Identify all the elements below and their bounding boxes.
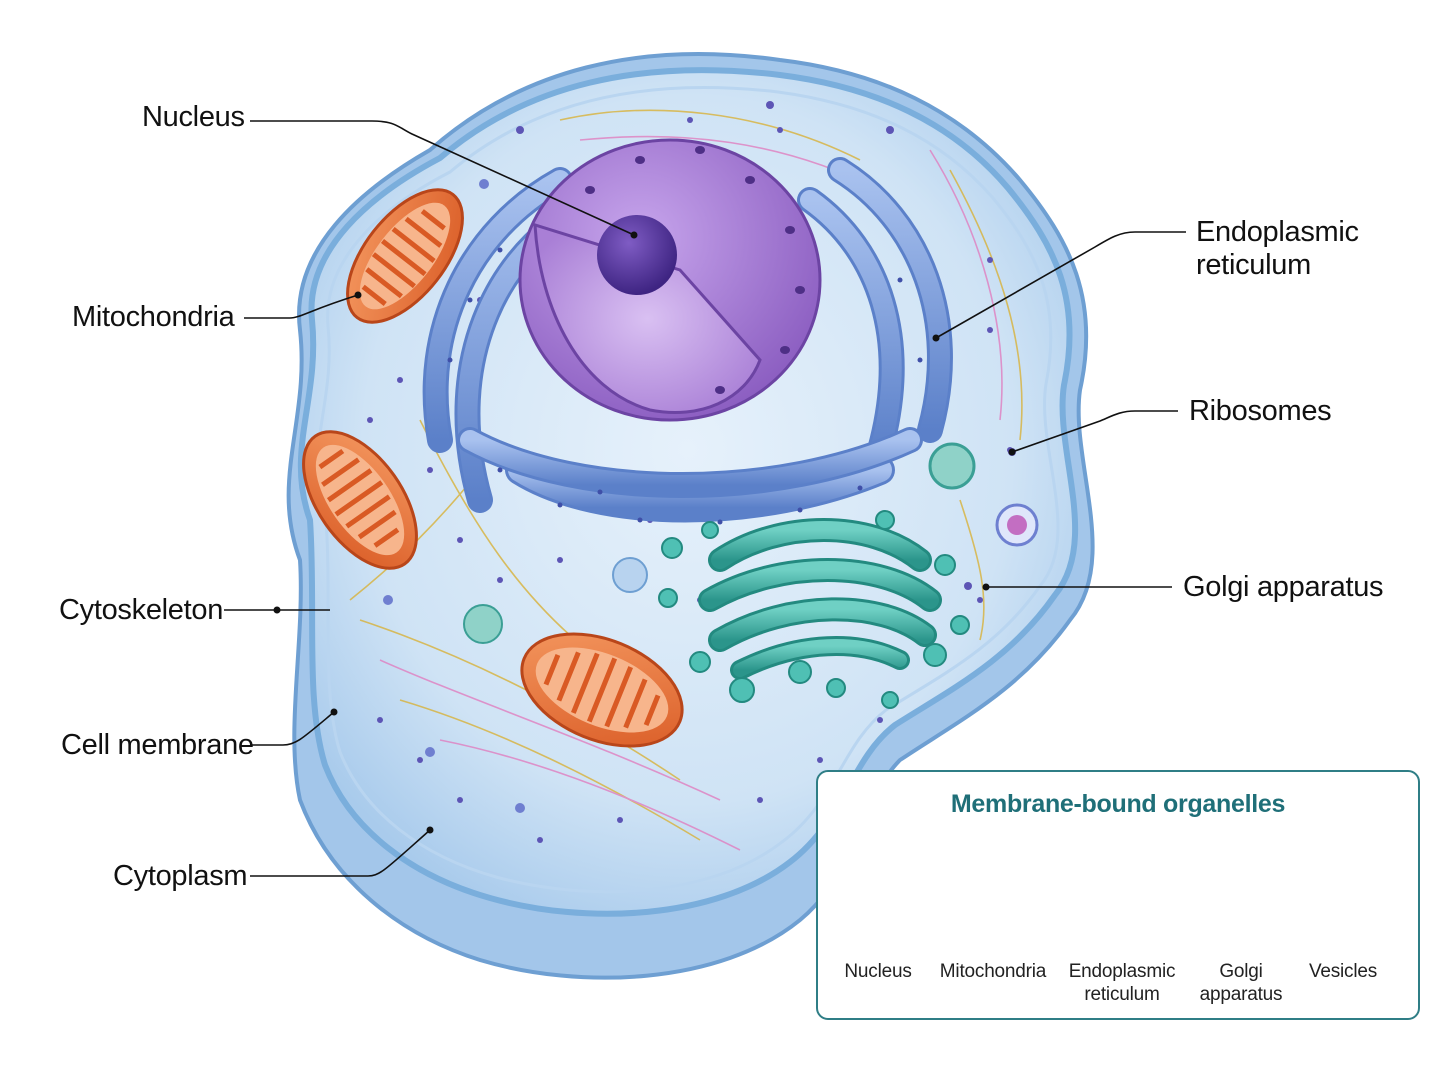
label-mitochondria: Mitochondria	[72, 301, 235, 333]
leader-endpoints	[273, 231, 1016, 834]
nucleus-cutaway	[533, 222, 762, 415]
legend-caption-line: apparatus	[1199, 984, 1283, 1005]
legend-caption-line: reticulum	[1084, 984, 1160, 1005]
cell-membrane-inner	[315, 85, 1060, 894]
ribosome-dots	[367, 101, 1023, 843]
legend-caption-line: Mitochondria	[939, 961, 1047, 982]
label-er-line1: Endoplasmic	[1196, 216, 1359, 248]
legend-caption-golgi: Golgi apparatus	[1176, 960, 1306, 1006]
legend-title: Membrane-bound organelles	[950, 790, 1286, 818]
endoplasmic-reticulum	[422, 157, 953, 523]
nuclear-pores	[585, 146, 805, 394]
leader-er	[935, 231, 1186, 339]
golgi-apparatus	[698, 518, 942, 680]
vesicles	[463, 442, 1039, 644]
leader-cytoplasm	[250, 829, 431, 877]
nucleolus	[597, 215, 677, 295]
nucleus	[518, 138, 822, 422]
label-endoplasmic-reticulum: Endoplasmic reticulum	[1196, 216, 1359, 283]
leader-ribosomes	[1011, 410, 1178, 453]
label-cytoplasm: Cytoplasm	[113, 860, 248, 892]
legend-caption-vesicles: Vesicles	[1278, 960, 1408, 983]
legend-caption-line: Golgi	[1219, 961, 1263, 982]
label-cell-membrane: Cell membrane	[61, 729, 254, 761]
legend-caption-mitochondria: Mitochondria	[928, 960, 1058, 983]
label-er-line2: reticulum	[1196, 249, 1311, 282]
mitochondrion-top	[346, 188, 464, 324]
golgi-vesicles	[658, 510, 970, 709]
legend-caption-er: Endoplasmic reticulum	[1057, 960, 1187, 1006]
legend-caption-line: Endoplasmic	[1068, 961, 1176, 982]
mitochondrion-left	[302, 430, 418, 570]
leader-nucleus	[250, 120, 635, 236]
legend-caption-line: Nucleus	[844, 961, 912, 982]
legend-panel: Membrane-bound organelles	[816, 770, 1420, 1020]
er-ribosome-dots	[447, 247, 923, 525]
label-nucleus: Nucleus	[142, 101, 245, 133]
label-ribosomes: Ribosomes	[1189, 395, 1332, 427]
leader-cell-membrane	[250, 711, 335, 746]
leader-mitochondria	[244, 294, 359, 319]
legend-caption-line: Vesicles	[1308, 961, 1378, 982]
label-cytoskeleton: Cytoskeleton	[59, 594, 224, 626]
mitochondrion-bottom	[520, 632, 684, 748]
legend-caption-nucleus: Nucleus	[813, 960, 943, 983]
label-golgi-apparatus: Golgi apparatus	[1183, 571, 1384, 603]
